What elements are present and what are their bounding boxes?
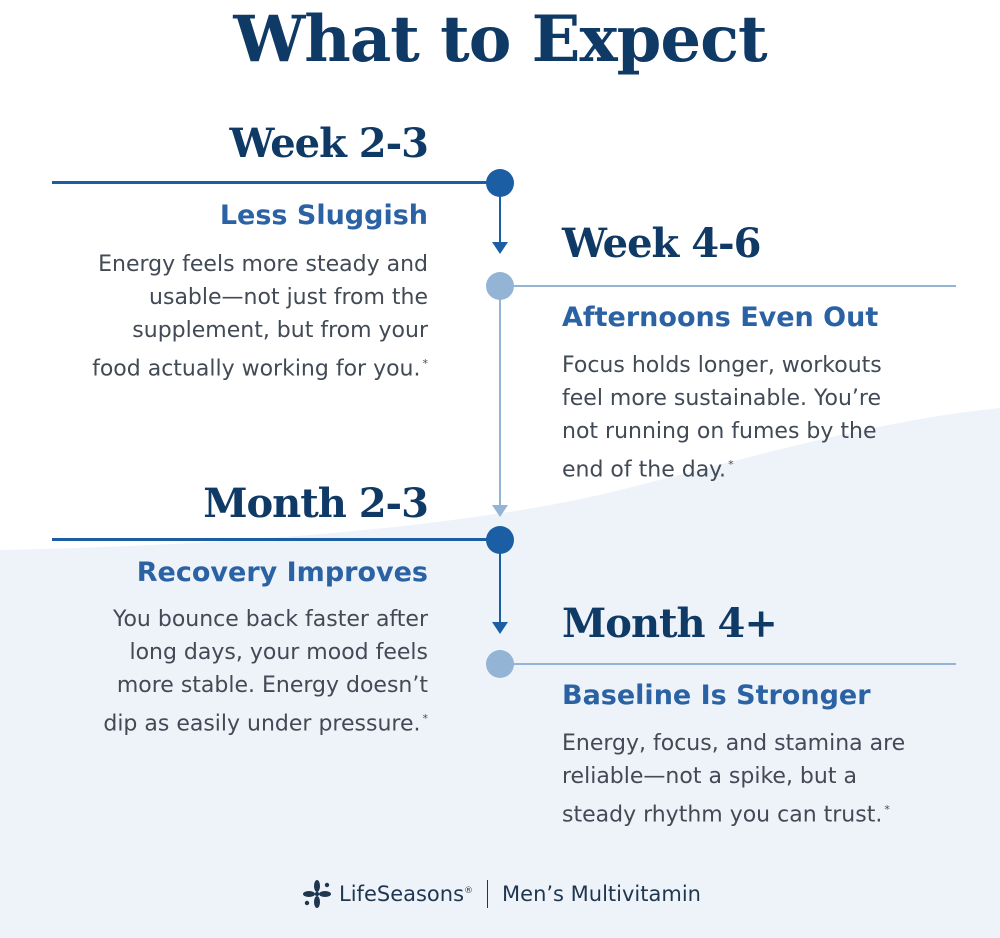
- stage-body-week-4-6: Focus holds longer, workouts feel more s…: [562, 353, 882, 483]
- timeline-line-week-4-6: [500, 285, 956, 287]
- timeline-line-month-4: [500, 663, 956, 665]
- stage-body-week-2-3: Energy feels more steady and usable—not …: [92, 252, 429, 382]
- timeline-arrow-1: [492, 242, 508, 254]
- timeline-line-week-2-3: [52, 181, 500, 184]
- stage-period-week-2-3: Week 2-3: [229, 120, 429, 167]
- footnote-marker: *: [422, 357, 429, 370]
- brand-name: LifeSeasons®: [339, 882, 474, 906]
- stage-period-month-2-3: Month 2-3: [203, 480, 429, 527]
- timeline-arrow-2: [492, 505, 508, 517]
- timeline-dot-month-4: [486, 650, 514, 678]
- stage-heading-baseline-is-stronger: Baseline Is Stronger: [562, 680, 871, 711]
- page-title: What to Expect: [233, 2, 767, 77]
- timeline-connector-2: [499, 298, 501, 506]
- registered-mark: ®: [464, 886, 474, 896]
- timeline-arrow-3: [492, 622, 508, 634]
- stage-period-week-4-6: Week 4-6: [562, 220, 761, 267]
- footer-divider: [487, 880, 489, 908]
- timeline-line-month-2-3: [52, 538, 500, 541]
- timeline-dot-week-4-6: [486, 272, 514, 300]
- stage-heading-afternoons-even-out: Afternoons Even Out: [562, 302, 879, 333]
- timeline-dot-week-2-3: [486, 169, 514, 197]
- stage-body-month-4: Energy, focus, and stamina are reliable—…: [562, 731, 906, 828]
- stage-period-month-4: Month 4+: [562, 600, 778, 647]
- stage-body-month-2-3: You bounce back faster after long days, …: [103, 607, 429, 737]
- stage-heading-less-sluggish: Less Sluggish: [219, 200, 428, 231]
- product-name: Men’s Multivitamin: [502, 882, 701, 906]
- footer-branding: LifeSeasons® Men’s Multivitamin: [0, 876, 1000, 912]
- stage-heading-recovery-improves: Recovery Improves: [136, 557, 428, 588]
- timeline-connector-1: [499, 196, 501, 244]
- timeline-connector-3: [499, 552, 501, 624]
- footnote-marker: *: [422, 712, 429, 725]
- lifeseasons-logo-icon: [303, 880, 332, 908]
- footnote-marker: *: [884, 803, 890, 816]
- timeline-dot-month-2-3: [486, 526, 514, 554]
- footnote-marker: *: [728, 458, 734, 471]
